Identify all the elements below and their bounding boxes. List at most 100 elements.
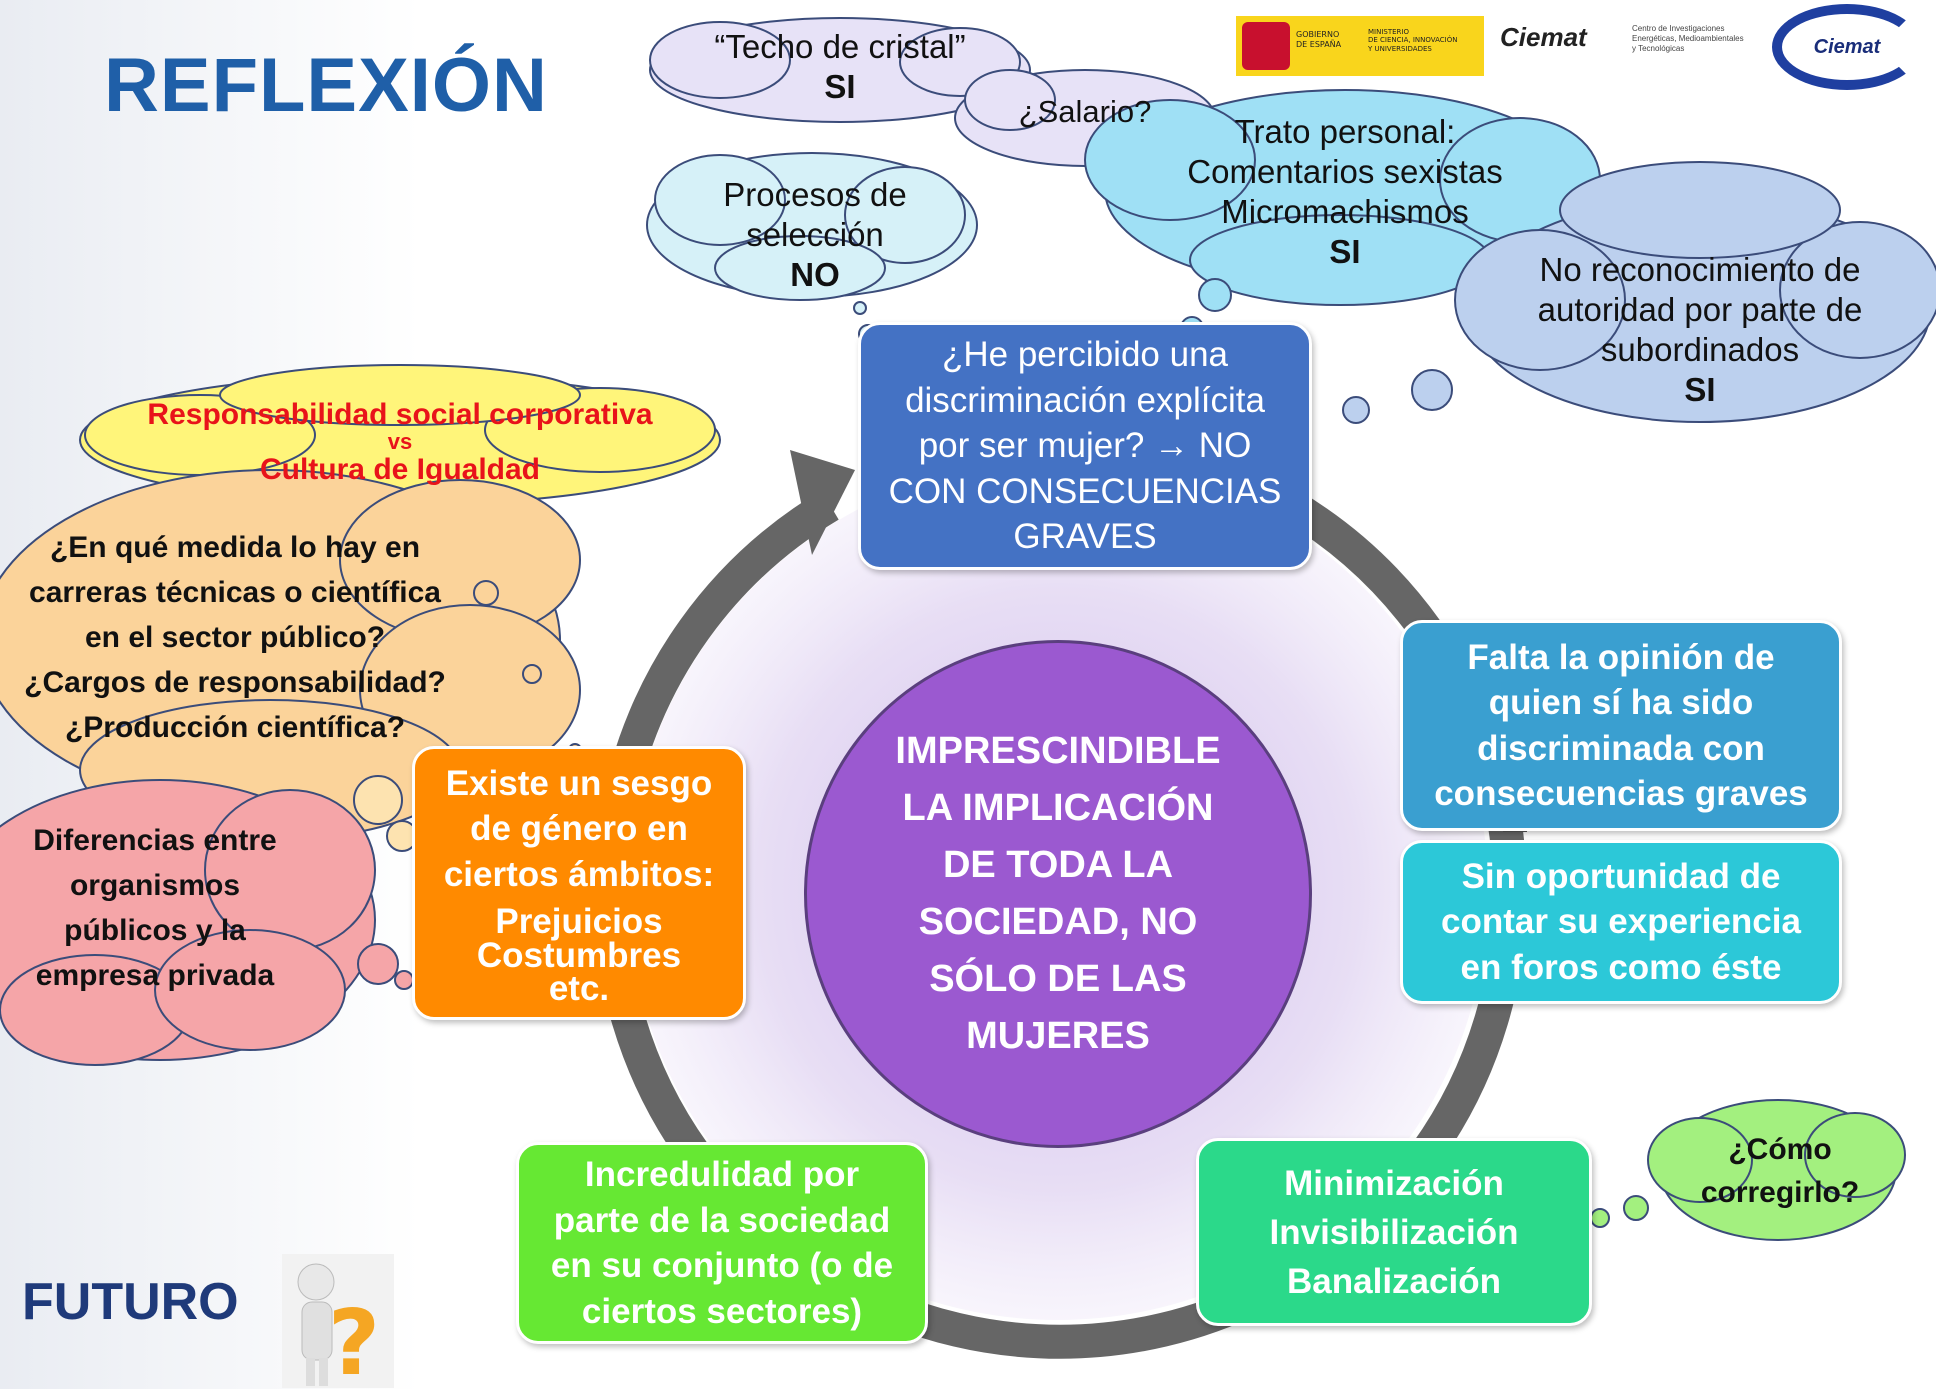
- ciemat-circle-logo: Ciemat: [1772, 4, 1922, 90]
- cloud-trato: Trato personal: Comentarios sexistas Mic…: [1150, 102, 1540, 282]
- cloud-diferencias-line-4: empresa privada: [35, 959, 275, 992]
- box-incredulidad-line-3: en su conjunto (o de: [550, 1246, 894, 1285]
- box-sesgo-list-2: Costumbres: [476, 935, 682, 975]
- box-sin-oportunidad: Sin oportunidad de contar su experiencia…: [1400, 840, 1842, 1004]
- box-discriminacion-line-4: CON CONSECUENCIAS: [888, 471, 1282, 511]
- logo-gobierno-1: GOBIERNO: [1296, 30, 1340, 39]
- center-line-4: SOCIEDAD, NO: [918, 901, 1198, 943]
- ciemat-circle-text: Ciemat: [1813, 35, 1881, 58]
- box-discriminacion-line-2: discriminación explícita: [905, 380, 1265, 420]
- cloud-autoridad-line-3: subordinados: [1600, 331, 1800, 368]
- cloud-medida-line-1: ¿En qué medida lo hay en: [49, 530, 421, 564]
- cloud-techo-shape: [649, 17, 1031, 123]
- logo-ministerio-1: MINISTERIO: [1368, 28, 1409, 36]
- footer-label: FUTURO: [22, 1273, 239, 1331]
- cloud-rsc-line-2: vs: [387, 429, 413, 455]
- cloud-rsc-line-1: Responsabilidad social corporativa: [147, 397, 653, 431]
- box-minimizacion-line-2: Invisibilización: [1269, 1212, 1519, 1252]
- box-minimizacion-line-1: Minimización: [1284, 1163, 1504, 1203]
- box-discriminacion-line-5: GRAVES: [1013, 517, 1157, 557]
- box-discriminacion: ¿He percibido una discriminación explíci…: [858, 322, 1312, 570]
- box-discriminacion-line-1: ¿He percibido una: [942, 335, 1228, 375]
- cloud-rsc-line-3: Cultura de Igualdad: [259, 452, 541, 486]
- cloud-diferencias-line-1: Diferencias entre: [33, 824, 277, 857]
- ciemat-desc-2: Energéticas, Medioambientales: [1632, 34, 1744, 43]
- box-sesgo-line-3: ciertos ámbitos:: [443, 854, 715, 894]
- cloud-procesos-shape: [646, 152, 978, 301]
- cloud-procesos: Procesos de selección NO: [680, 168, 950, 302]
- center-line-3: DE TODA LA: [942, 844, 1174, 886]
- box-falta-opinion-line-2: quien sí ha sido: [1488, 683, 1754, 722]
- box-sesgo-list-3: etc.: [548, 968, 610, 1008]
- ciemat-logo: Ciemat: [1500, 22, 1587, 52]
- government-logo: GOBIERNO DE ESPAÑA MINISTERIO DE CIENCIA…: [1236, 16, 1484, 76]
- page-title: REFLEXIÓN: [104, 43, 548, 128]
- cloud-trato-line-3: Micromachismos: [1221, 193, 1469, 230]
- box-minimizacion: Minimización Invisibilización Banalizaci…: [1196, 1138, 1592, 1326]
- box-falta-opinion-line-3: discriminada con: [1477, 728, 1765, 768]
- cloud-salario-line: ¿Salario?: [1018, 94, 1152, 130]
- cloud-techo-answer: SI: [824, 68, 856, 105]
- box-sesgo-line-1: Existe un sesgo: [445, 763, 713, 803]
- svg-text:?: ?: [328, 1291, 380, 1388]
- center-line-5: SÓLO DE LAS: [929, 958, 1187, 1000]
- ciemat-description: Centro de Investigaciones Energéticas, M…: [1632, 24, 1744, 54]
- coat-of-arms-icon: [1242, 22, 1290, 70]
- box-incredulidad-line-4: ciertos sectores): [581, 1291, 863, 1331]
- cloud-rsc: Responsabilidad social corporativa vs Cu…: [110, 392, 690, 492]
- cloud-corregir-line-1: ¿Cómo: [1728, 1132, 1832, 1166]
- center-line-1: IMPRESCINDIBLE: [895, 730, 1221, 772]
- box-incredulidad-line-2: parte de la sociedad: [553, 1200, 891, 1240]
- box-minimizacion-line-3: Banalización: [1287, 1261, 1501, 1301]
- box-sin-oportunidad-line-2: contar su experiencia: [1441, 902, 1801, 942]
- box-incredulidad: Incredulidad por parte de la sociedad en…: [516, 1142, 928, 1344]
- box-incredulidad-line-1: Incredulidad por: [584, 1155, 860, 1194]
- cloud-medida-line-4: ¿Cargos de responsabilidad?: [24, 665, 446, 699]
- cloud-diferencias: Diferencias entre organismos públicos y …: [10, 820, 300, 996]
- center-circle: IMPRESCINDIBLE LA IMPLICACIÓN DE TODA LA…: [804, 640, 1312, 1148]
- cloud-trato-shape: [1084, 89, 1601, 306]
- cloud-trato-line-1: Trato personal:: [1234, 112, 1456, 150]
- cloud-autoridad-line-1: No reconocimiento de: [1539, 250, 1861, 288]
- box-sin-oportunidad-line-3: en foros como éste: [1460, 947, 1782, 987]
- logo-ministerio-3: Y UNIVERSIDADES: [1368, 44, 1432, 53]
- cloud-autoridad-line-2: autoridad por parte de: [1537, 290, 1863, 328]
- cloud-corregir-line-2: corregirlo?: [1700, 1176, 1860, 1209]
- box-falta-opinion: Falta la opinión de quien sí ha sido dis…: [1400, 620, 1842, 831]
- cloud-medida-line-2: carreras técnicas o científica: [29, 575, 441, 609]
- thinking-figure-icon: ?: [282, 1254, 394, 1388]
- cloud-autoridad-answer: SI: [1684, 371, 1716, 409]
- box-sin-oportunidad-line-1: Sin oportunidad de: [1461, 856, 1781, 896]
- cloud-autoridad: No reconocimiento de autoridad por parte…: [1500, 240, 1900, 420]
- ciemat-desc-3: y Tecnológicas: [1632, 44, 1685, 53]
- cycle-arrow-head: [790, 450, 855, 555]
- center-line-2: LA IMPLICACIÓN: [902, 787, 1214, 829]
- cloud-medida-line-3: en el sector público?: [84, 620, 386, 654]
- cloud-medida-line-5: ¿Producción científica?: [64, 710, 406, 744]
- box-sesgo-list-1: Prejuicios: [495, 902, 663, 942]
- cloud-diferencias-line-2: organismos: [69, 869, 241, 902]
- cloud-diferencias-shape: [0, 779, 376, 1066]
- cloud-salario: ¿Salario?: [990, 88, 1180, 136]
- ciemat-desc-1: Centro de Investigaciones: [1632, 24, 1725, 33]
- box-discriminacion-line-3: por ser mujer? → NO: [918, 426, 1252, 466]
- cloud-trato-line-2: Comentarios sexistas: [1187, 152, 1503, 190]
- cloud-procesos-line-2: selección: [746, 215, 884, 253]
- cloud-corregir: ¿Cómo corregirlo?: [1680, 1126, 1880, 1216]
- cloud-techo: “Techo de cristal” SI: [660, 22, 1020, 112]
- cloud-corregir-shape: [1647, 1099, 1906, 1241]
- center-line-6: MUJERES: [966, 1015, 1150, 1057]
- cloud-procesos-line-1: Procesos de: [723, 175, 907, 213]
- box-falta-opinion-line-4: consecuencias graves: [1434, 774, 1808, 813]
- cloud-procesos-answer: NO: [790, 256, 840, 294]
- logo-ministerio-2: DE CIENCIA, INNOVACIÓN: [1368, 36, 1458, 45]
- cloud-autoridad-shape: [1454, 161, 1936, 423]
- box-sesgo-line-2: de género en: [470, 809, 688, 849]
- logo-gobierno-2: DE ESPAÑA: [1296, 39, 1342, 49]
- cloud-trato-answer: SI: [1329, 233, 1361, 271]
- box-sesgo: Existe un sesgo de género en ciertos ámb…: [412, 746, 746, 1020]
- cloud-diferencias-line-3: públicos y la: [64, 914, 246, 947]
- box-falta-opinion-line-1: Falta la opinión de: [1467, 637, 1775, 677]
